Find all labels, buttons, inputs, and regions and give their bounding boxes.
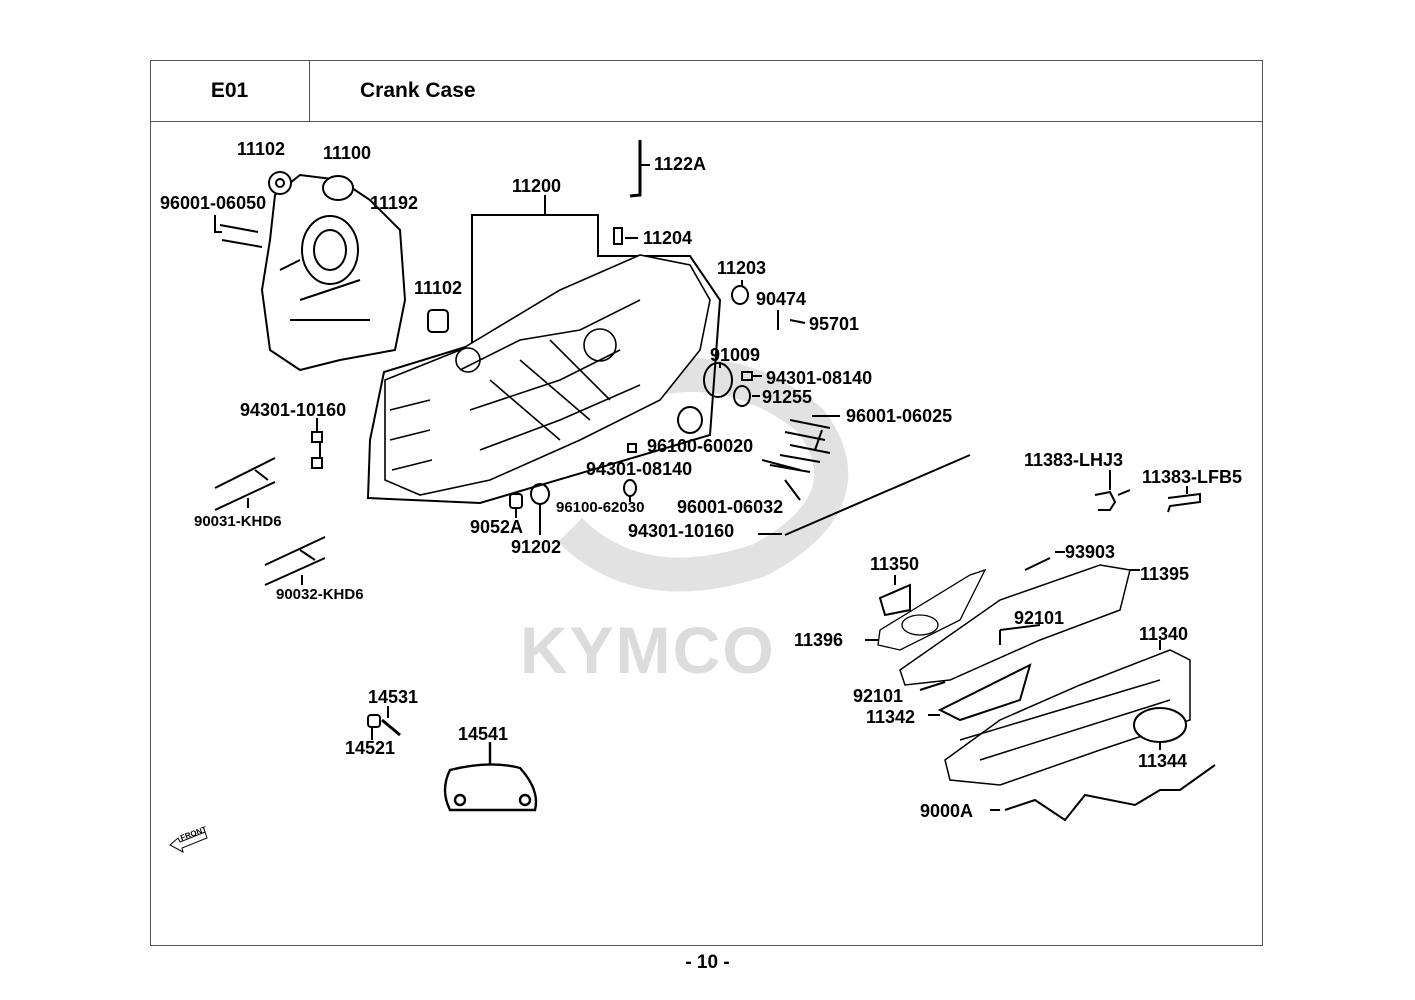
part-label: 11342 bbox=[866, 707, 916, 727]
part-label: 14531 bbox=[368, 687, 419, 707]
part-label: 92101 bbox=[853, 686, 904, 706]
breather-hose-1122a-part bbox=[629, 140, 642, 198]
part-label: 11100 bbox=[323, 143, 372, 163]
bearing-96100-62030-part bbox=[623, 479, 637, 497]
part-label: 96100-60020 bbox=[647, 436, 754, 456]
bolt-93903-part bbox=[1024, 551, 1065, 571]
stud-90031-khd6-part bbox=[214, 457, 276, 511]
part-label: 93903 bbox=[1065, 542, 1116, 562]
kymco-watermark: KYMCO bbox=[520, 613, 776, 687]
fitting-11204-part bbox=[613, 227, 623, 245]
part-label: 91009 bbox=[710, 345, 761, 365]
part-label: 95701 bbox=[809, 314, 860, 334]
stud-90032-khd6-part bbox=[264, 536, 326, 586]
part-label: 96001-06032 bbox=[677, 497, 784, 517]
part-label: 14521 bbox=[345, 738, 396, 758]
part-label: 92101 bbox=[1014, 608, 1065, 628]
part-label: 96100-62030 bbox=[556, 499, 645, 516]
gasket-11396-part bbox=[877, 568, 987, 651]
part-label: 90474 bbox=[756, 289, 807, 309]
part-label: 94301-08140 bbox=[766, 368, 873, 388]
part-label: 11383-LFB5 bbox=[1142, 467, 1243, 487]
gasket-11342-part bbox=[937, 663, 1032, 722]
part-label: 11383-LHJ3 bbox=[1024, 450, 1124, 470]
part-label: 11102 bbox=[237, 139, 286, 159]
bearing-96100-60020-part bbox=[677, 406, 703, 434]
bolts-96001-06032-part bbox=[761, 459, 801, 501]
gasket-14541-part bbox=[443, 742, 538, 812]
part-label: 11203 bbox=[717, 258, 767, 278]
seal-91202-part bbox=[530, 483, 550, 505]
bolt-92101-a-part bbox=[999, 624, 1041, 645]
bushing-11102-part bbox=[427, 309, 449, 333]
bearing-11203-part bbox=[731, 285, 749, 305]
bearing-91009-part bbox=[703, 362, 733, 398]
diagram-frame bbox=[150, 60, 1263, 946]
part-label: 11340 bbox=[1139, 624, 1189, 644]
part-label: 96001-06025 bbox=[846, 406, 953, 426]
part-label: 11204 bbox=[643, 228, 693, 248]
page-number: - 10 - bbox=[685, 952, 730, 973]
part-label: 90031-KHD6 bbox=[194, 513, 282, 530]
bolts-96001-06025-part bbox=[769, 415, 840, 473]
washer-bolt-group-part bbox=[777, 310, 806, 330]
section-title: Crank Case bbox=[310, 60, 1263, 122]
dowel-94301-10160-right-part bbox=[784, 454, 971, 536]
bolt-96001-06050-part bbox=[214, 215, 263, 248]
part-label: 94301-10160 bbox=[628, 521, 735, 541]
drain-bolt-9052a-part bbox=[509, 493, 523, 509]
emblem-11344-part bbox=[1133, 707, 1187, 743]
crankcase-left-half-part bbox=[384, 254, 711, 496]
part-label: 90032-KHD6 bbox=[276, 586, 364, 603]
dowel-94301-10160-left-part bbox=[311, 418, 323, 469]
part-label: 91255 bbox=[762, 387, 813, 407]
part-label: 9000A bbox=[920, 801, 974, 821]
part-label: 96001-06050 bbox=[160, 193, 267, 213]
part-label: 14541 bbox=[458, 724, 509, 744]
part-label: 11395 bbox=[1140, 564, 1190, 584]
tensioner-14521-14531-part bbox=[367, 706, 401, 740]
bolt-92101-b-part bbox=[919, 681, 946, 691]
clip-11383-lhj3-part bbox=[1094, 489, 1131, 511]
group-bracket-11200 bbox=[366, 195, 722, 505]
part-label: 94301-10160 bbox=[240, 400, 347, 420]
part-label: 94301-08140 bbox=[586, 459, 693, 479]
part-label: 11192 bbox=[370, 193, 419, 213]
inner-cover-11395-part bbox=[899, 564, 1131, 686]
front-arrow-icon bbox=[169, 831, 208, 853]
bolts-9000a-part bbox=[990, 764, 1216, 822]
outer-cover-11340-part bbox=[944, 649, 1191, 786]
part-label: 91202 bbox=[511, 537, 562, 557]
dowel-94301-08140-b-part bbox=[627, 443, 637, 453]
part-label: 11344 bbox=[1138, 751, 1188, 771]
seal-91255-part bbox=[733, 385, 751, 407]
part-label: 9052A bbox=[470, 517, 524, 537]
filter-11350-part bbox=[878, 583, 911, 617]
part-label: 11200 bbox=[512, 176, 562, 196]
section-code: E01 bbox=[150, 60, 310, 122]
part-label: 11396 bbox=[794, 630, 844, 650]
clip-11383-lfb5-part bbox=[1167, 492, 1201, 513]
part-label: 1122A bbox=[654, 154, 707, 174]
part-label: 11350 bbox=[870, 554, 920, 574]
part-label: 11102 bbox=[414, 278, 463, 298]
crankcase-right-half-part bbox=[260, 171, 407, 372]
